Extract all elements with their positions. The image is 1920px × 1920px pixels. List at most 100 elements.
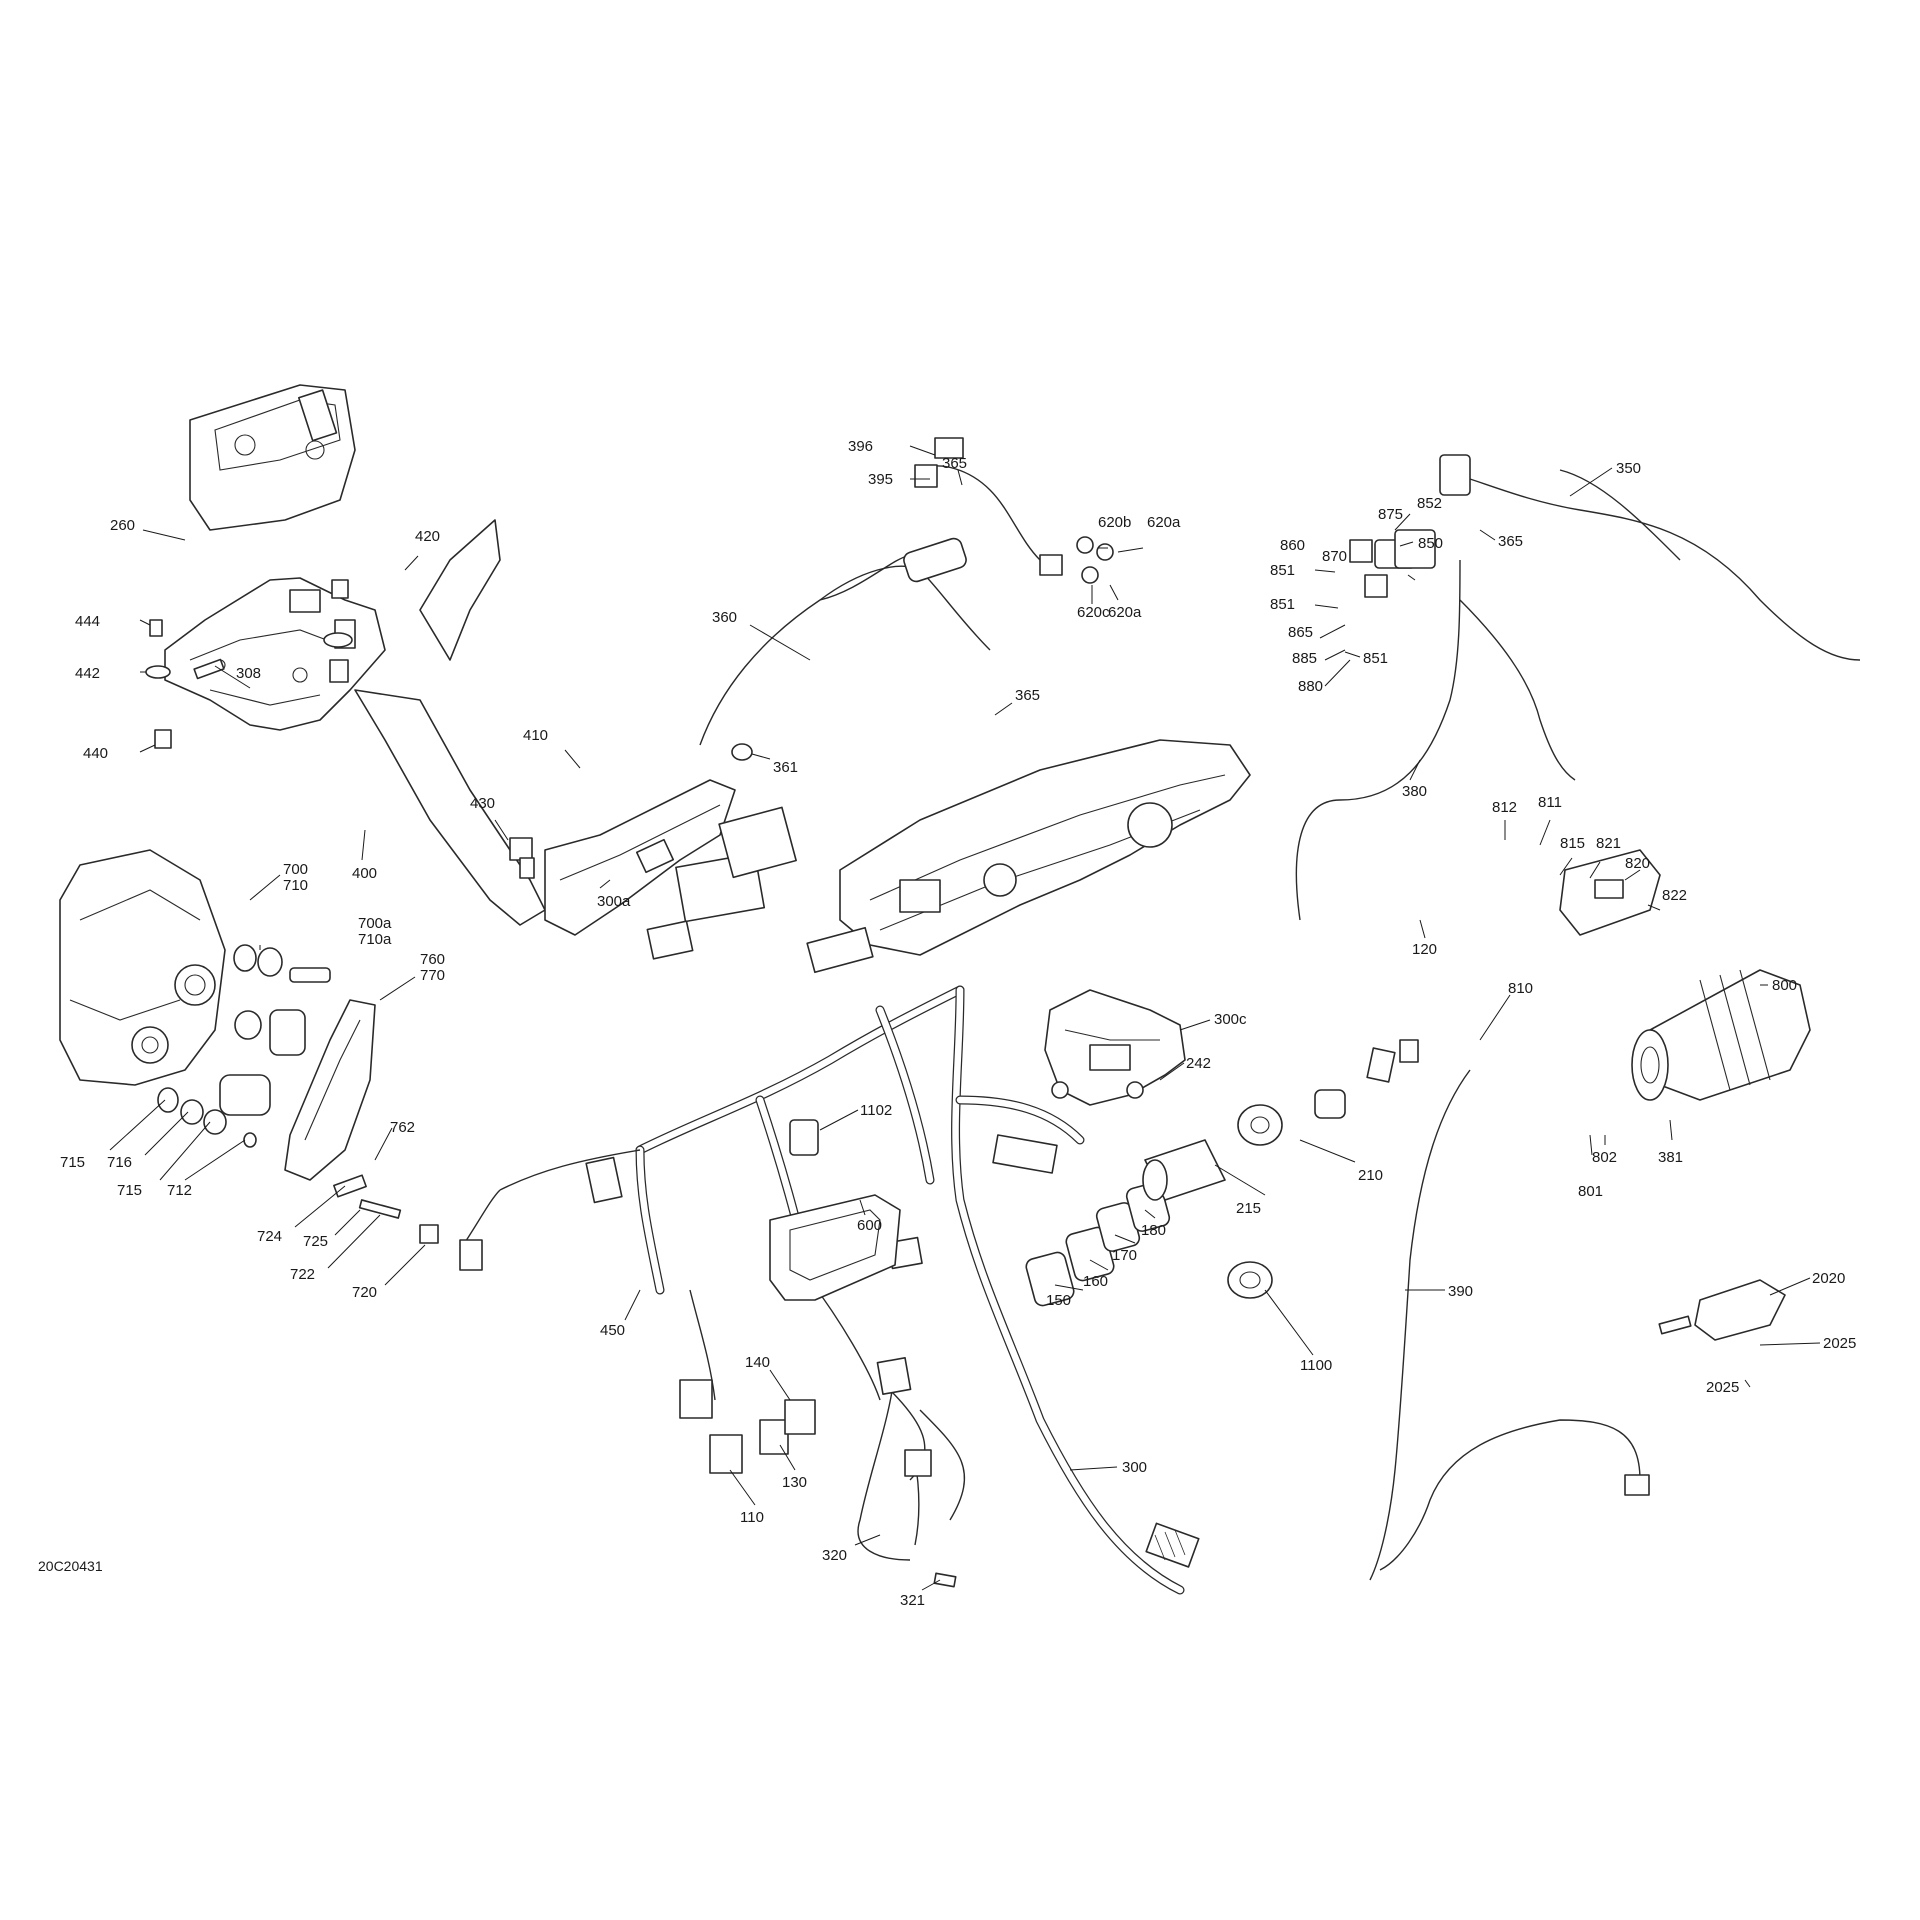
callout-365-mid: 365 (1015, 687, 1040, 704)
callout-110: 110 (740, 1509, 764, 1526)
part-gauge-cover (189, 384, 356, 531)
callout-852: 852 (1417, 495, 1442, 512)
part-harness-320 (857, 1357, 957, 1588)
part-mounting-bracket (164, 577, 386, 731)
callout-444: 444 (75, 613, 100, 630)
callout-1100: 1100 (1300, 1357, 1332, 1374)
callout-700a: 700a (358, 915, 392, 932)
part-sensor-1102 (789, 1119, 819, 1156)
callout-308: 308 (236, 665, 261, 682)
part-bracket-820 (1559, 849, 1661, 936)
callout-381: 381 (1658, 1149, 1683, 1166)
part-cylinder-215 (1142, 1139, 1226, 1201)
drawing-id-label: 20C20431 (38, 1558, 103, 1574)
part-relay-850 (1349, 529, 1436, 598)
callout-labels: 396 395 365 620b 620a 620c 620a 360 365 … (60, 438, 1856, 1609)
callout-715-b: 715 (117, 1182, 142, 1199)
callout-802: 802 (1592, 1149, 1617, 1166)
callout-801: 801 (1578, 1183, 1603, 1200)
part-geometry (59, 384, 1861, 1595)
callout-320: 320 (822, 1547, 847, 1564)
callout-822: 822 (1662, 887, 1687, 904)
callout-870: 870 (1322, 548, 1347, 565)
part-left-switch-housing (59, 849, 226, 1086)
callout-712: 712 (167, 1182, 192, 1199)
callout-160: 160 (1083, 1273, 1108, 1290)
callout-720: 720 (352, 1284, 377, 1301)
callout-430: 430 (470, 795, 495, 812)
callout-850: 850 (1418, 535, 1443, 552)
callout-395: 395 (868, 471, 893, 488)
part-module-2020 (1658, 1279, 1786, 1341)
callout-770: 770 (420, 967, 445, 984)
part-display-600 (769, 1194, 901, 1301)
callout-2025-right: 2025 (1823, 1335, 1856, 1352)
callout-380: 380 (1402, 783, 1427, 800)
callout-700: 700 (283, 861, 308, 878)
callout-150: 150 (1046, 1292, 1071, 1309)
part-switch-group (1025, 1182, 1171, 1307)
part-sensor-210 (1237, 1089, 1346, 1146)
callout-815: 815 (1560, 835, 1585, 852)
callout-724: 724 (257, 1228, 282, 1245)
callout-800: 800 (1772, 977, 1797, 994)
callout-851-c: 851 (1363, 650, 1388, 667)
callout-620a-upper: 620a (1147, 514, 1181, 531)
callout-1102: 1102 (860, 1102, 892, 1119)
callout-860: 860 (1280, 537, 1305, 554)
callout-365-right: 365 (1498, 533, 1523, 550)
callout-300a: 300a (597, 893, 631, 910)
part-winch-800 (1631, 969, 1811, 1101)
callout-130: 130 (782, 1474, 807, 1491)
callout-710: 710 (283, 877, 308, 894)
callout-396: 396 (848, 438, 873, 455)
callout-420: 420 (415, 528, 440, 545)
callout-170: 170 (1112, 1247, 1137, 1264)
callout-242: 242 (1186, 1055, 1211, 1072)
leader-lines (109, 445, 1821, 1591)
callout-760: 760 (420, 951, 445, 968)
callout-360: 360 (712, 609, 737, 626)
callout-620c: 620c (1077, 604, 1110, 621)
callout-440: 440 (83, 745, 108, 762)
callout-390: 390 (1448, 1283, 1473, 1300)
part-switch-1100 (1227, 1261, 1273, 1299)
callout-812: 812 (1492, 799, 1517, 816)
callout-725: 725 (303, 1233, 328, 1250)
callout-715-a: 715 (60, 1154, 85, 1171)
part-support-bar (354, 519, 546, 926)
callout-365-top: 365 (942, 455, 967, 472)
part-cable-390 (1369, 1069, 1650, 1581)
callout-820: 820 (1625, 855, 1650, 872)
callout-2025-left: 2025 (1706, 1379, 1739, 1396)
callout-865: 865 (1288, 624, 1313, 641)
callout-810: 810 (1508, 980, 1533, 997)
callout-321: 321 (900, 1592, 925, 1609)
callout-851-a: 851 (1270, 562, 1295, 579)
callout-410: 410 (523, 727, 548, 744)
callout-361: 361 (773, 759, 798, 776)
part-main-harness (459, 985, 1200, 1595)
part-ecm-connectors (646, 806, 797, 960)
callout-2020: 2020 (1812, 1270, 1845, 1287)
callout-811: 811 (1538, 794, 1562, 811)
callout-400: 400 (352, 865, 377, 882)
callout-710a: 710a (358, 931, 392, 948)
callout-880: 880 (1298, 678, 1323, 695)
part-connector-bracket-300a (509, 779, 736, 936)
callout-600: 600 (857, 1217, 882, 1234)
callout-450: 450 (600, 1322, 625, 1339)
callout-620a-lower: 620a (1108, 604, 1142, 621)
part-bracket-300c (1044, 989, 1186, 1106)
part-connectors-lower (679, 1379, 816, 1474)
part-harness-360 (699, 437, 1114, 761)
callout-180: 180 (1141, 1222, 1166, 1239)
callout-821: 821 (1596, 835, 1621, 852)
callout-350: 350 (1616, 460, 1641, 477)
callout-215: 215 (1236, 1200, 1261, 1217)
callout-210: 210 (1358, 1167, 1383, 1184)
part-main-frame (806, 739, 1251, 974)
callout-442: 442 (75, 665, 100, 682)
